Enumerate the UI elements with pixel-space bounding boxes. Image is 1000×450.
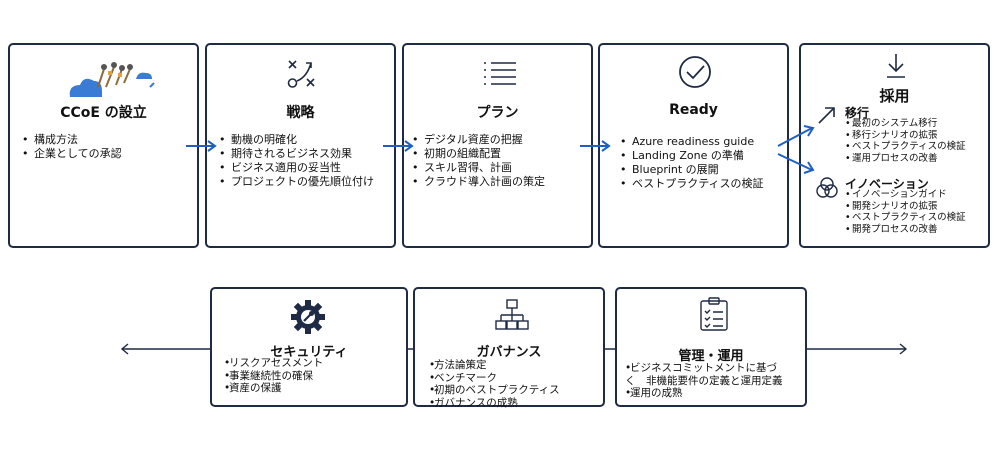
list-item: イノベーションガイド xyxy=(845,189,966,201)
checkmark-circle-icon xyxy=(679,56,711,88)
list-item: 期待されるビジネス効果 xyxy=(219,147,374,161)
step-title: Ready xyxy=(669,102,718,118)
migration-items: 最初のシステム移行 移行シナリオの拡張 ベストプラクティスの検証 運用プロセスの… xyxy=(845,118,966,164)
list-item: ガバナンスの成熟 xyxy=(429,397,560,410)
governance-items: 方法論策定 ベンチマーク 初期のベストプラクティス ガバナンスの成熟 xyxy=(429,359,560,409)
flow-arrow xyxy=(383,140,414,152)
list-item: 開発シナリオの拡張 xyxy=(845,201,966,213)
list-item: 初期のベストプラクティス xyxy=(429,384,560,397)
list-item: ビジネスコミットメントに基づく 非機能要件の定義と運用定義 xyxy=(625,362,785,387)
step-title: 戦略 xyxy=(286,105,315,121)
management-title: 管理・運用 xyxy=(678,349,744,364)
download-arrow-icon xyxy=(887,54,905,78)
list-item: ベストプラクティスの検証 xyxy=(845,212,966,224)
list-lines-icon xyxy=(484,62,516,85)
list-item: Landing Zone の準備 xyxy=(620,149,764,163)
list-item: リスクアセスメント xyxy=(224,357,323,370)
list-item: 動機の明確化 xyxy=(219,133,374,147)
list-item: クラウド導入計画の策定 xyxy=(412,175,545,189)
list-item: ベストプラクティスの検証 xyxy=(620,177,764,191)
security-card: セキュリティ リスクアセスメント 事業継続性の確保 資産の保護 xyxy=(210,287,408,407)
step-items: 構成方法 企業としての承認 xyxy=(22,133,122,161)
list-item: 方法論策定 xyxy=(429,359,560,372)
people-cloud-icon xyxy=(69,62,155,97)
list-item: 最初のシステム移行 xyxy=(845,118,966,130)
adoption-card: 採用 移行 最初のシステム移行 移行シナリオの拡張 ベストプラクティスの検証 運… xyxy=(799,43,990,248)
flow-arrow-up xyxy=(777,125,815,147)
list-item: 開発プロセスの改善 xyxy=(845,224,966,236)
governance-card: ガバナンス 方法論策定 ベンチマーク 初期のベストプラクティス ガバナンスの成熟 xyxy=(413,287,605,409)
list-item: 初期の組織配置 xyxy=(412,147,545,161)
innovation-title: イノベーション xyxy=(845,177,929,191)
adoption-title: 採用 xyxy=(879,87,910,105)
management-card: 管理・運用 ビジネスコミットメントに基づく 非機能要件の定義と運用定義 運用の成… xyxy=(615,287,807,407)
step-card-plan: プラン デジタル資産の把握 初期の組織配置 スキル習得、計画 クラウド導入計画の… xyxy=(402,43,593,248)
step-card-ready: Ready Azure readiness guide Landing Zone… xyxy=(598,43,789,248)
flow-arrow xyxy=(186,140,217,152)
management-items: ビジネスコミットメントに基づく 非機能要件の定義と運用定義 運用の成熟 xyxy=(625,362,785,400)
list-item: ベストプラクティスの検証 xyxy=(845,141,966,153)
list-item: 運用プロセスの改善 xyxy=(845,153,966,165)
innovation-items: イノベーションガイド 開発シナリオの拡張 ベストプラクティスの検証 開発プロセス… xyxy=(845,189,966,235)
step-card-strategy: 戦略 動機の明確化 期待されるビジネス効果 ビジネス適用の妥当性 プロジェクトの… xyxy=(205,43,396,248)
step-title: CCoE の設立 xyxy=(60,105,147,121)
list-item: 資産の保護 xyxy=(224,382,323,395)
security-items: リスクアセスメント 事業継続性の確保 資産の保護 xyxy=(224,357,323,395)
governance-title: ガバナンス xyxy=(476,345,542,360)
list-item: スキル習得、計画 xyxy=(412,161,545,175)
list-item: プロジェクトの優先順位付け xyxy=(219,175,374,189)
list-item: 構成方法 xyxy=(22,133,122,147)
strategy-xo-icon xyxy=(287,60,315,88)
list-item: ベンチマーク xyxy=(429,372,560,385)
list-item: デジタル資産の把握 xyxy=(412,133,545,147)
step-items: 動機の明確化 期待されるビジネス効果 ビジネス適用の妥当性 プロジェクトの優先順… xyxy=(219,133,374,189)
step-card-ccoe: CCoE の設立 構成方法 企業としての承認 xyxy=(8,43,199,248)
list-item: Blueprint の展開 xyxy=(620,163,764,177)
list-item: ビジネス適用の妥当性 xyxy=(219,161,374,175)
step-items: Azure readiness guide Landing Zone の準備 B… xyxy=(620,135,764,191)
diagonal-arrow-icon xyxy=(818,107,835,124)
flow-arrow-down xyxy=(777,153,815,174)
list-item: Azure readiness guide xyxy=(620,135,764,149)
list-item: 移行シナリオの拡張 xyxy=(845,130,966,142)
list-item: 企業としての承認 xyxy=(22,147,122,161)
list-item: 事業継続性の確保 xyxy=(224,370,323,383)
migration-title: 移行 xyxy=(845,106,870,120)
step-title: プラン xyxy=(476,105,519,121)
list-item: 運用の成熟 xyxy=(625,387,785,400)
hierarchy-icon xyxy=(495,299,529,330)
step-items: デジタル資産の把握 初期の組織配置 スキル習得、計画 クラウド導入計画の策定 xyxy=(412,133,545,189)
clipboard-checklist-icon xyxy=(700,297,728,331)
gear-wrench-icon xyxy=(291,300,325,334)
venn-circles-icon xyxy=(816,177,838,198)
flow-arrow xyxy=(580,140,611,152)
